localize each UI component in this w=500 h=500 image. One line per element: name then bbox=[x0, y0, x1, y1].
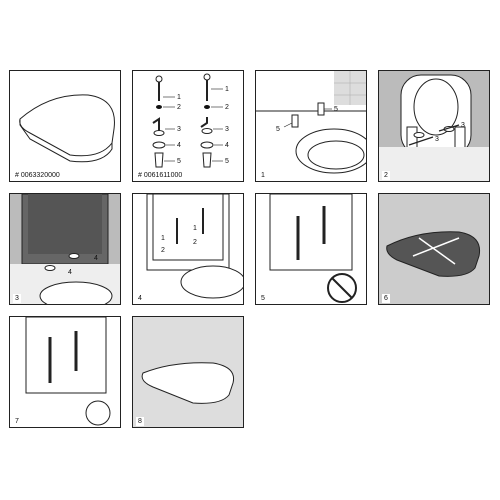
step-5-illustration bbox=[269, 194, 357, 303]
step-8-illustration bbox=[133, 317, 243, 427]
part-label: 4 bbox=[68, 269, 72, 276]
part-label: 1 bbox=[161, 235, 165, 242]
part-label: 3 bbox=[177, 126, 181, 133]
step-2-illustration: 3 3 bbox=[379, 71, 489, 181]
panel-step-7: 7 bbox=[9, 316, 121, 428]
part-label: 2 bbox=[225, 104, 229, 111]
part-label: 4 bbox=[225, 142, 229, 149]
part-label: 3 bbox=[435, 136, 439, 143]
step-1-illustration: 5 5 bbox=[256, 71, 366, 174]
step-3-illustration: 4 4 bbox=[10, 194, 120, 304]
panel-step-8: 8 bbox=[132, 316, 244, 428]
part-label: 1 bbox=[193, 225, 197, 232]
part-label: 3 bbox=[461, 122, 465, 129]
part-label: 4 bbox=[177, 142, 181, 149]
panel-step-6: 6 bbox=[378, 193, 490, 305]
step-4-illustration: 1 1 2 2 bbox=[146, 194, 243, 299]
panel-step-1: 5 5 1 bbox=[255, 70, 367, 182]
panel-hardware-kit: 1 2 3 4 5 1 2 3 4 5 # 0061611000 bbox=[132, 70, 244, 182]
strong-arm-icon bbox=[85, 400, 111, 426]
hardware-parts-illustration: 1 2 3 4 5 1 2 3 4 5 bbox=[152, 73, 229, 168]
panel-step-2: 3 3 2 bbox=[378, 70, 490, 182]
panel-step-3: 4 4 3 bbox=[9, 193, 121, 305]
part-label: 1 bbox=[177, 94, 181, 101]
part-label: 5 bbox=[334, 106, 338, 113]
step-7-illustration bbox=[25, 317, 111, 426]
step-6-illustration bbox=[379, 194, 489, 304]
step-number: 2 bbox=[382, 171, 390, 180]
panel-seat-product: # 0063320000 bbox=[9, 70, 121, 182]
article-number: # 0063320000 bbox=[13, 171, 62, 180]
part-label: 2 bbox=[161, 247, 165, 254]
panel-step-4: 1 1 2 2 4 bbox=[132, 193, 244, 305]
part-label: 5 bbox=[276, 126, 280, 133]
step-number: 7 bbox=[13, 417, 21, 426]
step-number: 6 bbox=[382, 294, 390, 303]
part-label: 2 bbox=[177, 104, 181, 111]
step-number: 8 bbox=[136, 417, 144, 426]
part-label: 1 bbox=[225, 86, 229, 93]
step-number: 1 bbox=[259, 171, 267, 180]
part-label: 4 bbox=[94, 255, 98, 262]
step-number: 3 bbox=[13, 294, 21, 303]
step-number: 5 bbox=[259, 294, 267, 303]
toilet-seat-illustration bbox=[19, 94, 115, 163]
step-number: 4 bbox=[136, 294, 144, 303]
part-label: 2 bbox=[193, 239, 197, 246]
part-label: 3 bbox=[225, 126, 229, 133]
panel-step-5: 5 bbox=[255, 193, 367, 305]
part-label: 5 bbox=[225, 158, 229, 165]
article-number: # 0061611000 bbox=[136, 171, 185, 180]
part-label: 5 bbox=[177, 158, 181, 165]
